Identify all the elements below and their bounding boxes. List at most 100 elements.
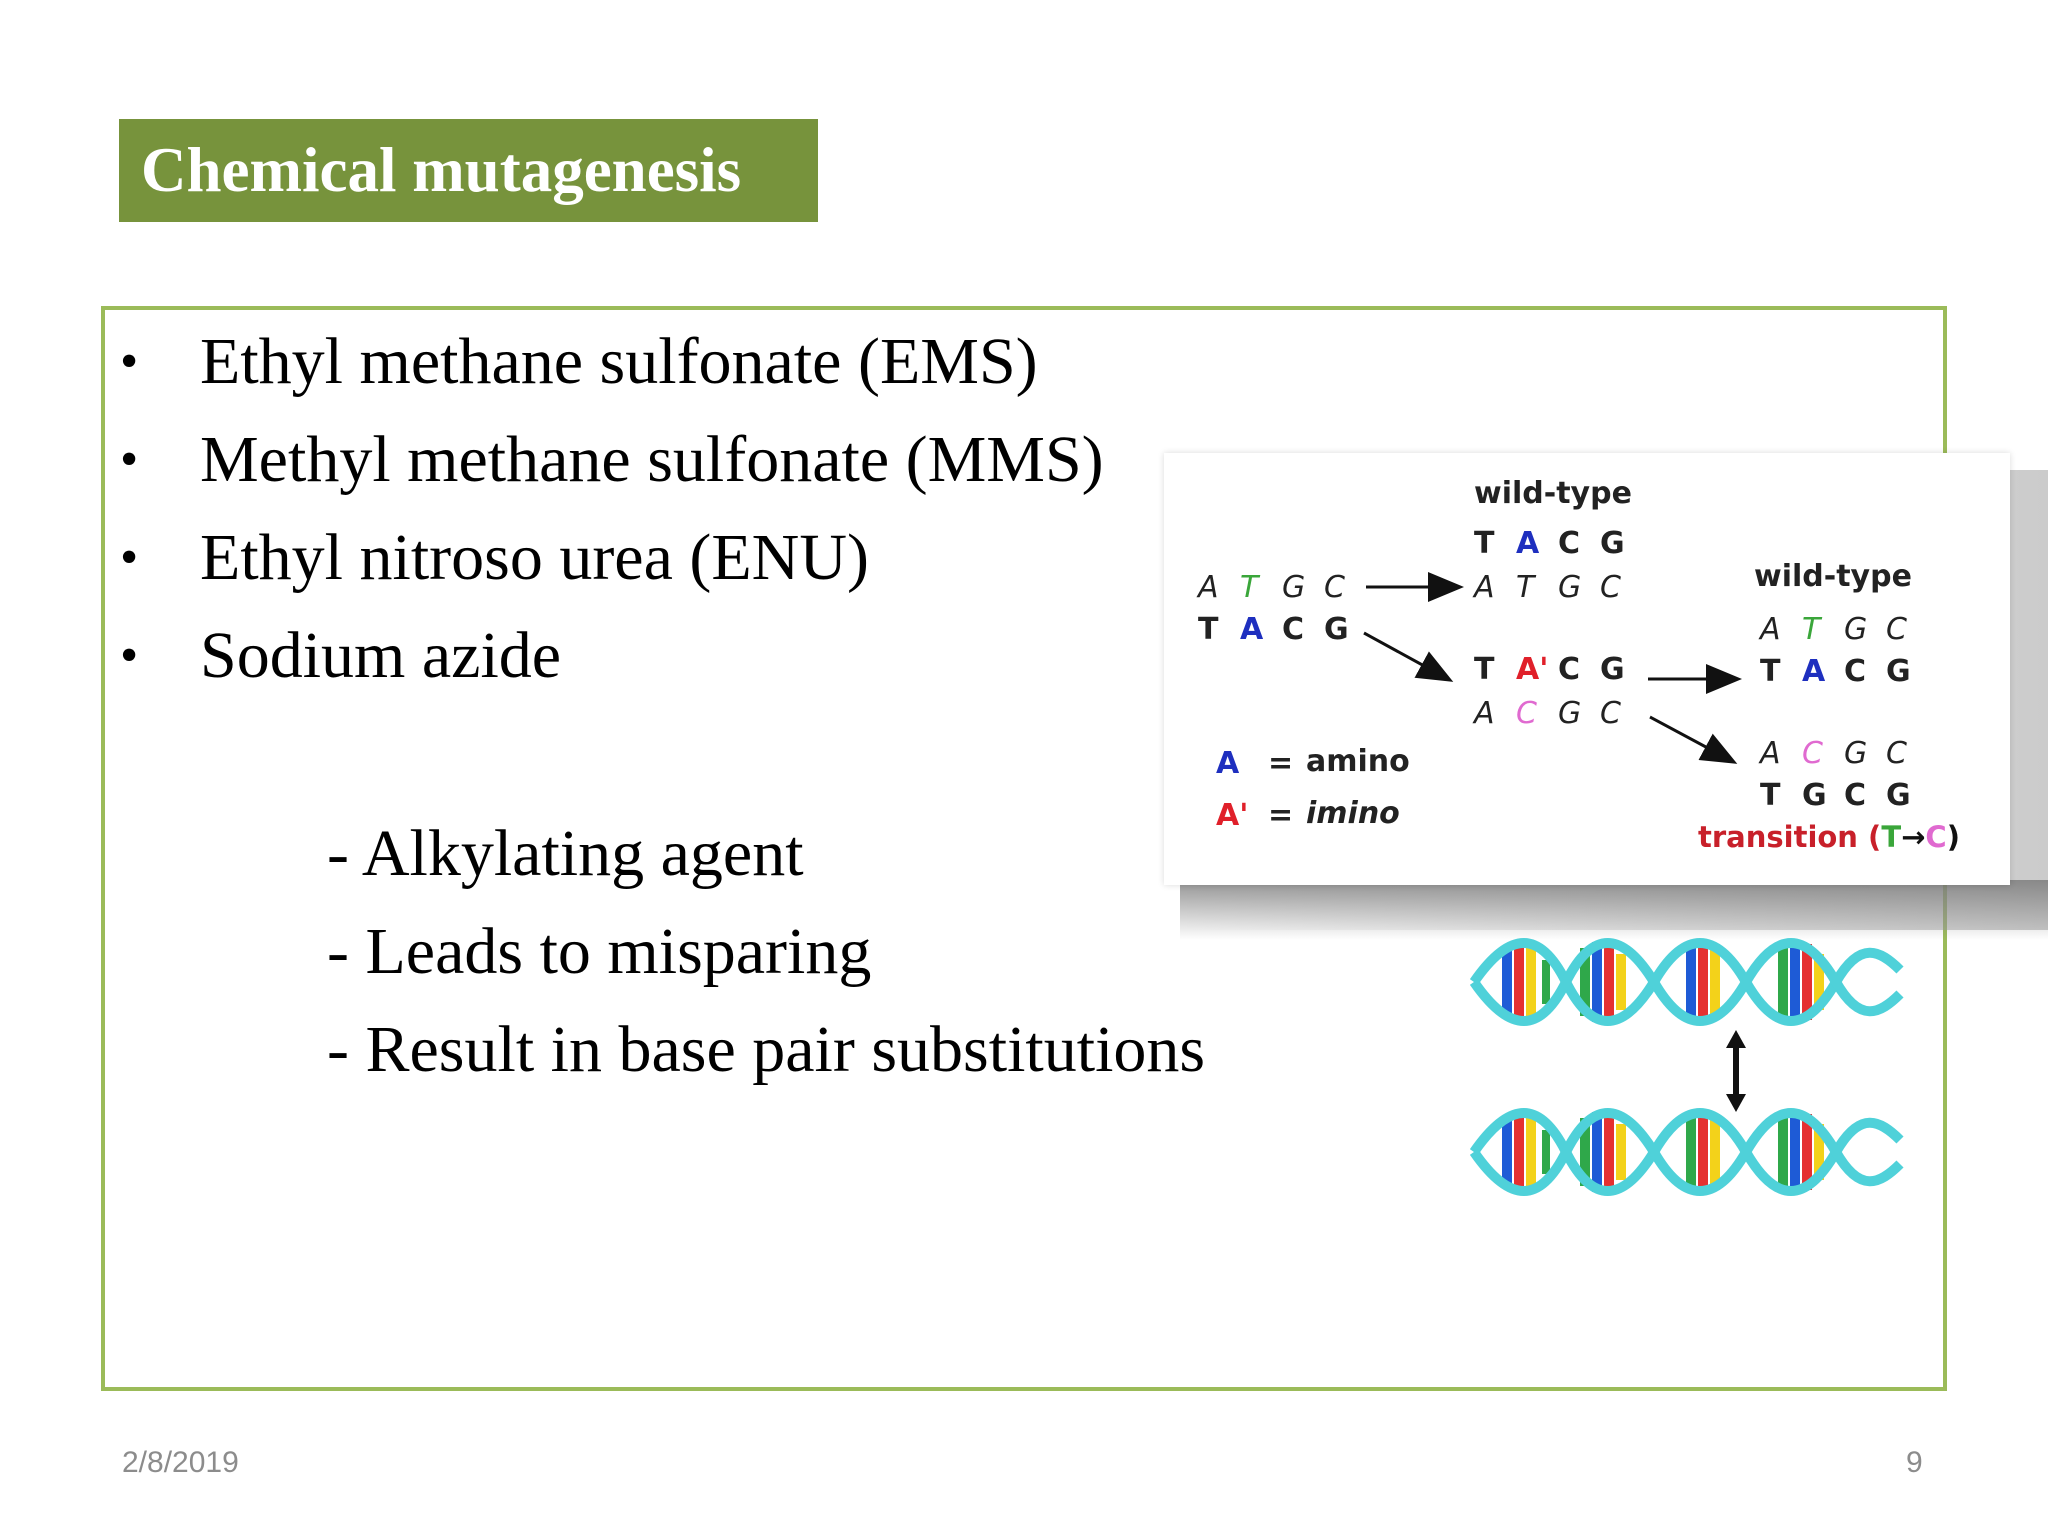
base-letter: C bbox=[1600, 570, 1621, 605]
bullet-dot: • bbox=[120, 431, 139, 488]
base-letter: A bbox=[1758, 736, 1781, 771]
bullet-list: •Ethyl methane sulfonate (EMS) • Methyl m… bbox=[120, 320, 1104, 712]
arrow-head-up bbox=[1726, 1030, 1746, 1048]
dna-rung bbox=[1778, 1118, 1788, 1186]
base-letter: G bbox=[1324, 612, 1349, 647]
dna-rung bbox=[1580, 948, 1590, 1016]
dna-helix-top bbox=[1469, 938, 1904, 1026]
dna-rung bbox=[1616, 954, 1626, 1010]
base-letter: A bbox=[1802, 654, 1826, 689]
dna-rung bbox=[1604, 1114, 1614, 1190]
page-number: 9 bbox=[1906, 1446, 1923, 1479]
wildtype-label-1: wild-type bbox=[1474, 476, 1632, 511]
base-letter: A bbox=[1516, 526, 1540, 561]
arrow-head-down bbox=[1726, 1094, 1746, 1112]
bullet-text: Methyl methane sulfonate (MMS) bbox=[200, 423, 1104, 496]
arrow bbox=[1363, 631, 1454, 682]
dna-helix-svg bbox=[1469, 938, 1904, 1196]
bullet-text: Sodium azide bbox=[200, 619, 562, 692]
transition-arrow: → bbox=[1901, 820, 1925, 854]
legend-amino-text: amino bbox=[1306, 744, 1410, 779]
bullet-dot: • bbox=[120, 333, 139, 390]
transition-t: T bbox=[1881, 820, 1901, 854]
base-letter: C bbox=[1282, 612, 1304, 647]
base-letter: C bbox=[1886, 612, 1907, 647]
legend-amino-symbol: A bbox=[1216, 746, 1240, 781]
base-letter: T bbox=[1240, 570, 1261, 605]
dna-rung bbox=[1502, 1120, 1512, 1184]
base-letter: G bbox=[1600, 652, 1625, 687]
base-letter: G bbox=[1282, 570, 1305, 605]
dna-rung bbox=[1802, 944, 1812, 1020]
dna-backbone bbox=[1469, 1108, 1904, 1196]
base-letter: C bbox=[1844, 778, 1866, 813]
base-letter: A bbox=[1196, 570, 1219, 605]
base-letter: C bbox=[1600, 696, 1621, 731]
base-letter: G bbox=[1558, 570, 1581, 605]
dna-backbone bbox=[1469, 938, 1904, 1026]
dna-rung bbox=[1778, 948, 1788, 1016]
base-letter: C bbox=[1324, 570, 1345, 605]
base-letter: C bbox=[1844, 654, 1866, 689]
dna-rung bbox=[1710, 1114, 1720, 1190]
sub-point-list: - Alkylating agent - Leads to misparing … bbox=[327, 812, 1205, 1106]
base-letter: T bbox=[1760, 654, 1781, 689]
dna-rung bbox=[1514, 1114, 1524, 1190]
base-letter: G bbox=[1600, 526, 1625, 561]
tautomer-diagram: wild-type T A C G A T G C A T G C T A C bbox=[1164, 453, 2010, 885]
transition-label: transition (T→C) bbox=[1698, 820, 1960, 854]
dna-rung bbox=[1514, 944, 1524, 1020]
sub-point: - Leads to misparing bbox=[327, 915, 872, 988]
bullet-dot: • bbox=[120, 529, 139, 586]
bullet-item: • Ethyl nitroso urea (ENU) bbox=[120, 516, 1104, 614]
dna-rung bbox=[1592, 1112, 1602, 1192]
base-letter: T bbox=[1198, 612, 1219, 647]
legend-equals: = bbox=[1268, 746, 1293, 781]
dna-rung bbox=[1686, 1116, 1696, 1188]
sub-point: - Alkylating agent bbox=[327, 817, 804, 890]
dna-helix-bottom bbox=[1469, 1108, 1904, 1196]
base-letter: C bbox=[1558, 526, 1580, 561]
base-letter: G bbox=[1886, 778, 1911, 813]
base-letter: G bbox=[1802, 778, 1827, 813]
bullet-item: •Ethyl methane sulfonate (EMS) bbox=[120, 320, 1104, 418]
base-letter: A bbox=[1472, 570, 1495, 605]
dna-rung bbox=[1580, 1118, 1590, 1186]
legend-imino-symbol: A' bbox=[1216, 798, 1248, 833]
dna-rung bbox=[1526, 946, 1536, 1018]
bullet-dot: • bbox=[120, 627, 139, 684]
base-letter: A' bbox=[1516, 652, 1548, 687]
dna-rung bbox=[1604, 944, 1614, 1020]
base-letter: G bbox=[1558, 696, 1581, 731]
dna-helix-illustration bbox=[1469, 930, 1910, 1220]
dna-rung bbox=[1698, 940, 1708, 1024]
wildtype-label-2: wild-type bbox=[1754, 559, 1912, 594]
base-letter: C bbox=[1558, 652, 1580, 687]
legend-imino-text: imino bbox=[1306, 796, 1400, 831]
dna-rung bbox=[1710, 944, 1720, 1020]
dna-rung bbox=[1616, 1124, 1626, 1180]
arrow bbox=[1649, 715, 1738, 764]
base-letter: A bbox=[1240, 612, 1264, 647]
bullet-item: • Sodium azide bbox=[120, 614, 1104, 712]
base-letter: T bbox=[1760, 778, 1781, 813]
base-letter: C bbox=[1516, 696, 1537, 731]
bullet-text: Ethyl nitroso urea (ENU) bbox=[200, 521, 869, 594]
slide-title-box: Chemical mutagenesis bbox=[119, 119, 818, 222]
dna-rung bbox=[1526, 1116, 1536, 1188]
base-letter: G bbox=[1844, 736, 1867, 771]
base-letter: C bbox=[1886, 736, 1907, 771]
base-letter: T bbox=[1474, 652, 1495, 687]
footer-date: 2/8/2019 bbox=[122, 1446, 239, 1479]
slide-title: Chemical mutagenesis bbox=[141, 135, 742, 205]
dna-rung bbox=[1686, 946, 1696, 1018]
transition-text: transition ( bbox=[1698, 820, 1881, 854]
dna-rung bbox=[1542, 960, 1550, 1004]
base-letter: C bbox=[1802, 736, 1823, 771]
base-letter: T bbox=[1802, 612, 1823, 647]
legend-equals: = bbox=[1268, 798, 1293, 833]
base-letter: T bbox=[1474, 526, 1495, 561]
base-letter: G bbox=[1844, 612, 1867, 647]
dna-rung bbox=[1790, 942, 1800, 1022]
base-letter: T bbox=[1516, 570, 1537, 605]
